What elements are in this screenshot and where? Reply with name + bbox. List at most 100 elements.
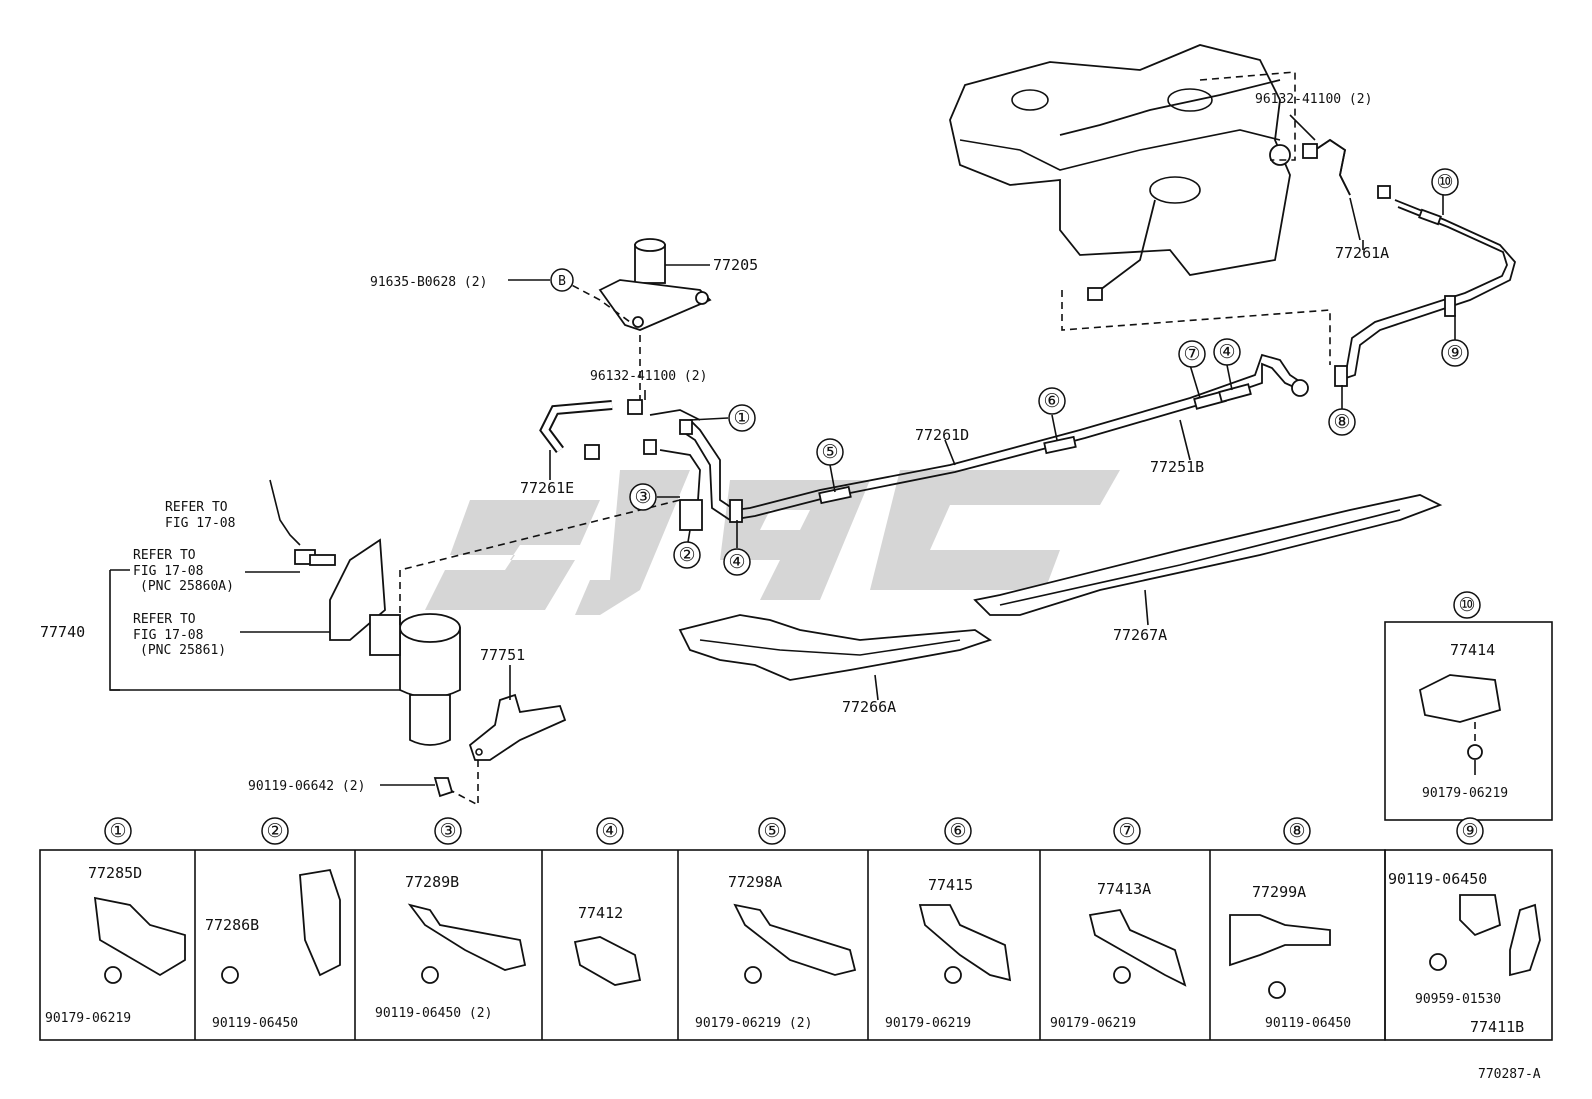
label-refer2b: FIG 17-08: [133, 564, 203, 579]
table-col-8-marker: [1283, 817, 1311, 845]
table-col-6-clamp-drawing: [918, 904, 1012, 982]
table-col-9-fastener: 90959-01530: [1415, 992, 1501, 1007]
table-col-2-fastener: 90119-06450: [212, 1016, 298, 1031]
callout-10: ⑩: [1436, 171, 1453, 193]
table-col-5-number: ⑤: [763, 820, 780, 842]
table-col-6-fastener: 90179-06219: [885, 1016, 971, 1031]
inset-10-number: ⑩: [1458, 594, 1475, 616]
table-col-5-fastener-drawing: [744, 966, 762, 984]
leader-lines: [380, 114, 1456, 786]
label-91635: 91635-B0628 (2): [370, 275, 487, 290]
callout-4-upper: ④: [1218, 341, 1235, 363]
table-col-8-part-number: 77299A: [1252, 883, 1306, 901]
table-col-4-marker: [596, 817, 624, 845]
table-col-7-fastener: 90179-06219: [1050, 1016, 1136, 1031]
table-col-7-number: ⑦: [1118, 820, 1135, 842]
table-col-3-fastener: 90119-06450 (2): [375, 1006, 492, 1021]
label-refer3c: (PNC 25861): [140, 643, 226, 658]
table-col-1-part-number: 77285D: [88, 864, 142, 882]
table-col-8-clamp-drawing: [1229, 914, 1331, 967]
label-77740: 77740: [40, 623, 85, 641]
vsv-77205: [598, 238, 712, 331]
table-col-9-number: ⑨: [1461, 820, 1478, 842]
inset-10-part: 77414: [1450, 641, 1495, 659]
table-col-1-marker: [104, 817, 132, 845]
hose-77261E: [539, 399, 657, 460]
watermark: [425, 470, 1120, 615]
fuel-lines: [649, 199, 1516, 531]
table-col-3-clamp-drawing: [407, 903, 527, 971]
callout-6: ⑥: [1043, 390, 1060, 412]
label-refer1a: REFER TO: [165, 500, 228, 515]
table-col-3-fastener-drawing: [421, 966, 439, 984]
label-refer1b: FIG 17-08: [165, 516, 235, 531]
table-col-4-number: ④: [601, 820, 618, 842]
callout-4-lower: ④: [728, 551, 745, 573]
callout-5: ⑤: [821, 441, 838, 463]
callout-8: ⑧: [1333, 411, 1350, 433]
callout-9: ⑨: [1446, 342, 1463, 364]
callout-7: ⑦: [1183, 343, 1200, 365]
table-col-2-clamp-drawing: [299, 868, 341, 977]
inset-10: ⑩ 77414 90179-06219: [1384, 591, 1553, 821]
bracket-77751: [468, 693, 567, 761]
table-col-5-fastener: 90179-06219 (2): [695, 1016, 812, 1031]
protector-77266A: [678, 614, 993, 681]
label-77205: 77205: [713, 256, 758, 274]
callout-2: ②: [678, 544, 695, 566]
table-col-2-number: ②: [266, 820, 283, 842]
label-refer2c: (PNC 25860A): [140, 579, 234, 594]
table-col-1-clamp-drawing: [93, 896, 186, 977]
table-col-8-fastener: 90119-06450: [1265, 1016, 1351, 1031]
table-col-8-fastener-drawing: [1268, 981, 1286, 999]
callout-1: ①: [733, 407, 750, 429]
table-col-4-clamp-drawing: [573, 936, 642, 986]
table-col-1-fastener: 90179-06219: [45, 1011, 131, 1026]
protector-77267A: [973, 494, 1443, 616]
table-col-3-part-number: 77289B: [405, 873, 459, 891]
table-col-7-marker: [1113, 817, 1141, 845]
label-refer2a: REFER TO: [133, 548, 196, 563]
table-col-1-number: ①: [109, 820, 126, 842]
charcoal-canister: [269, 479, 461, 746]
table-col-3-number: ③: [439, 820, 456, 842]
table-col-9-part-number: 90119-06450: [1388, 870, 1487, 888]
label-77267A: 77267A: [1113, 626, 1167, 644]
table-col-7-part-number: 77413A: [1097, 880, 1151, 898]
table-col-6-fastener-drawing: [944, 966, 962, 984]
label-77266A: 77266A: [842, 698, 896, 716]
diagram-code: 770287-A: [1478, 1067, 1541, 1082]
table-col-9-extra-part: 77411B: [1470, 1018, 1524, 1036]
label-96132-top: 96132-41100 (2): [1255, 92, 1372, 107]
callout-3: ③: [634, 486, 651, 508]
hose-77261A: [1302, 138, 1391, 241]
table-col-2-marker: [261, 817, 289, 845]
label-77751: 77751: [480, 646, 525, 664]
label-77261E: 77261E: [520, 479, 574, 497]
label-77251B: 77251B: [1150, 458, 1204, 476]
table-col-5-part-number: 77298A: [728, 873, 782, 891]
table-col-2-fastener-drawing: [221, 966, 239, 984]
table-col-5-clamp-drawing: [733, 903, 857, 976]
inset-10-fastener: 90179-06219: [1422, 786, 1508, 801]
table-col-9-clamp-drawing: [1459, 894, 1541, 977]
table-col-8-number: ⑧: [1288, 820, 1305, 842]
label-77261D: 77261D: [915, 426, 969, 444]
callouts: ⑩ ⑨ ⑧ ⑦ ④ ⑥ ⑤ ① ③ ② ④: [629, 168, 1469, 576]
part-labels: 96132-41100 (2) 77261A 77205 91635-B0628…: [40, 92, 1389, 794]
bolt-b-mark: B: [558, 274, 566, 289]
table-col-3-marker: [434, 817, 462, 845]
label-90119-06642: 90119-06642 (2): [248, 779, 365, 794]
table-col-9-marker: [1456, 817, 1484, 845]
table-col-6-part-number: 77415: [928, 876, 973, 894]
parts-table: ① 77285D 90179-06219 ② 77286B 90119-06450 ③ 772…: [39, 817, 1553, 1041]
table-col-2-part-number: 77286B: [205, 916, 259, 934]
table-col-1-fastener-drawing: [104, 966, 122, 984]
table-col-9-fastener-drawing: [1429, 953, 1447, 971]
label-77261A: 77261A: [1335, 244, 1389, 262]
table-col-6-number: ⑥: [949, 820, 966, 842]
table-col-6-marker: [944, 817, 972, 845]
label-refer3b: FIG 17-08: [133, 628, 203, 643]
